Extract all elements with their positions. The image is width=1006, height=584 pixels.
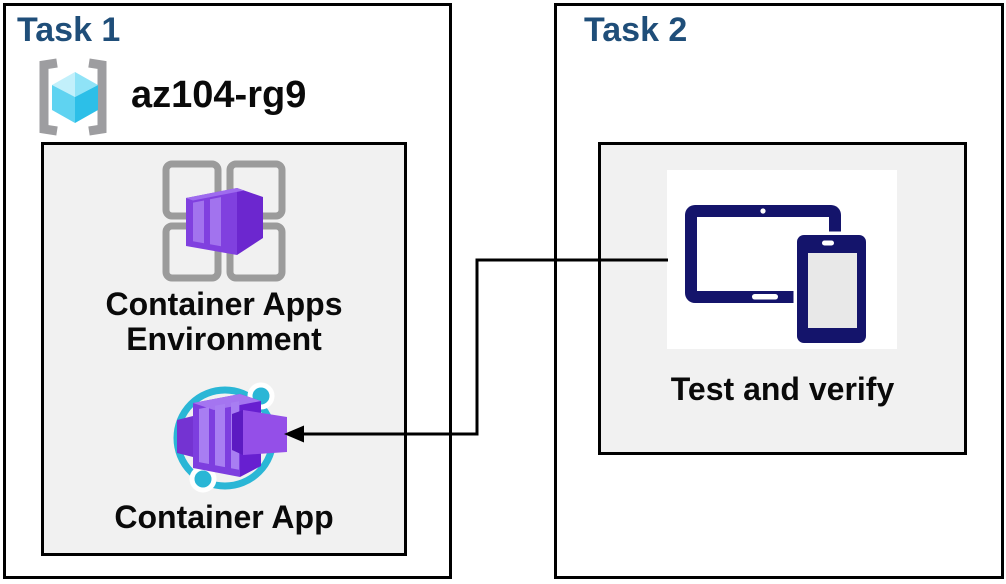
resource-group-icon bbox=[39, 58, 107, 136]
devices-icon bbox=[667, 170, 897, 349]
container-app-label: Container App bbox=[114, 499, 334, 535]
container-apps-environment-icon bbox=[162, 160, 286, 282]
resource-group-name: az104-rg9 bbox=[131, 74, 307, 116]
task2-title: Task 2 bbox=[584, 11, 688, 49]
task1-title: Task 1 bbox=[17, 11, 121, 49]
container-apps-environment-label: Container Apps Environment bbox=[105, 286, 343, 357]
test-and-verify-label: Test and verify bbox=[670, 371, 895, 407]
container-app-icon bbox=[173, 382, 287, 493]
